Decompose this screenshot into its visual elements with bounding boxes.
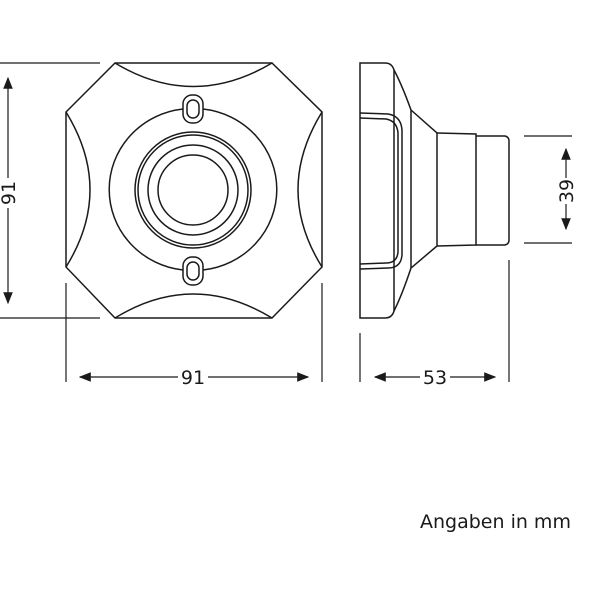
screw-hole-top <box>186 99 200 119</box>
dimension-front-height: 91 <box>0 62 100 319</box>
right-arc <box>297 111 323 268</box>
button-ring-outer <box>134 131 252 249</box>
side-view <box>359 62 510 319</box>
button-cap <box>476 135 510 246</box>
button-housing <box>436 132 477 247</box>
dimension-label-39: 39 <box>556 179 578 203</box>
back-plate <box>359 62 395 319</box>
screw-slot-top <box>182 94 204 124</box>
button-ring-3 <box>147 144 239 236</box>
dimension-label-53: 53 <box>423 367 447 389</box>
left-arc <box>65 111 91 268</box>
dimension-label-91-horizontal: 91 <box>181 367 205 389</box>
rosette-circle <box>108 108 278 271</box>
flared-body <box>393 69 438 312</box>
button-ring-2 <box>137 134 249 246</box>
dimension-front-width: 91 <box>65 283 323 389</box>
button-face <box>157 154 229 226</box>
dimension-button-diameter: 39 <box>524 135 578 244</box>
dimension-label-91-vertical: 91 <box>0 181 20 205</box>
front-view <box>65 62 323 319</box>
top-arc <box>114 62 273 88</box>
plate-inner-outer <box>359 112 403 270</box>
plate-inner-inner <box>359 117 399 265</box>
dimension-side-depth: 53 <box>359 260 510 389</box>
units-note: Angaben in mm <box>420 511 571 533</box>
bottom-arc <box>114 293 273 319</box>
screw-slot-bottom <box>182 256 204 286</box>
screw-hole-bottom <box>186 261 200 281</box>
